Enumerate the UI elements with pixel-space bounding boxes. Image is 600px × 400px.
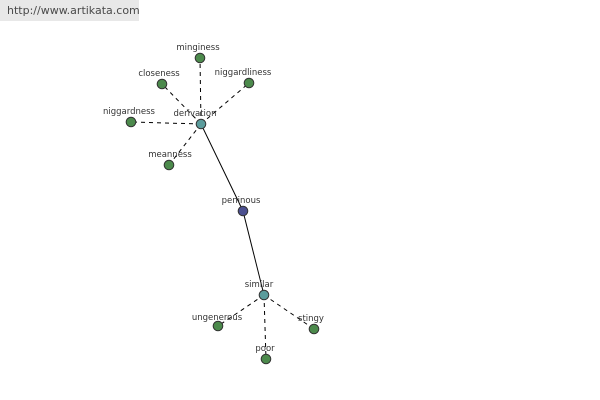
edge-derivation-niggardliness <box>200 82 250 125</box>
edge-derivation-meanness <box>168 123 202 166</box>
edge-similar-ungenerous <box>217 294 265 327</box>
label-stingy[interactable]: stingy <box>298 314 324 324</box>
label-poor[interactable]: poor <box>255 344 275 354</box>
label-meanness[interactable]: meanness <box>148 150 192 160</box>
label-niggardness[interactable]: niggardness <box>103 107 156 117</box>
label-derivation[interactable]: derivation <box>173 109 216 119</box>
label-ungenerous[interactable]: ungenerous <box>192 313 243 323</box>
node-stingy[interactable] <box>308 323 320 335</box>
node-derivation[interactable] <box>195 118 207 130</box>
edge-derivation-niggardness <box>130 121 202 125</box>
node-niggardliness[interactable] <box>243 77 255 89</box>
label-niggardliness[interactable]: niggardliness <box>215 68 272 78</box>
label-closeness[interactable]: closeness <box>138 69 180 79</box>
source-url-banner[interactable]: http://www.artikata.com <box>0 0 140 21</box>
edge-derivation-minginess <box>199 57 202 125</box>
node-ungenerous[interactable] <box>212 320 224 332</box>
edge-similar-stingy <box>263 294 315 330</box>
node-minginess[interactable] <box>194 52 206 64</box>
node-closeness[interactable] <box>156 78 168 90</box>
edge-derivation-closeness <box>161 83 202 125</box>
label-minginess[interactable]: minginess <box>176 43 220 53</box>
node-poor[interactable] <box>260 353 272 365</box>
node-similar[interactable] <box>258 289 270 301</box>
label-peninous[interactable]: peninous <box>222 196 261 206</box>
node-peninous[interactable] <box>237 205 249 217</box>
label-similar[interactable]: similar <box>245 280 274 290</box>
node-meanness[interactable] <box>163 159 175 171</box>
node-niggardness[interactable] <box>125 116 137 128</box>
edge-similar-poor <box>263 294 267 360</box>
edge-peninous-derivation <box>200 123 244 212</box>
edge-peninous-similar <box>242 210 265 296</box>
